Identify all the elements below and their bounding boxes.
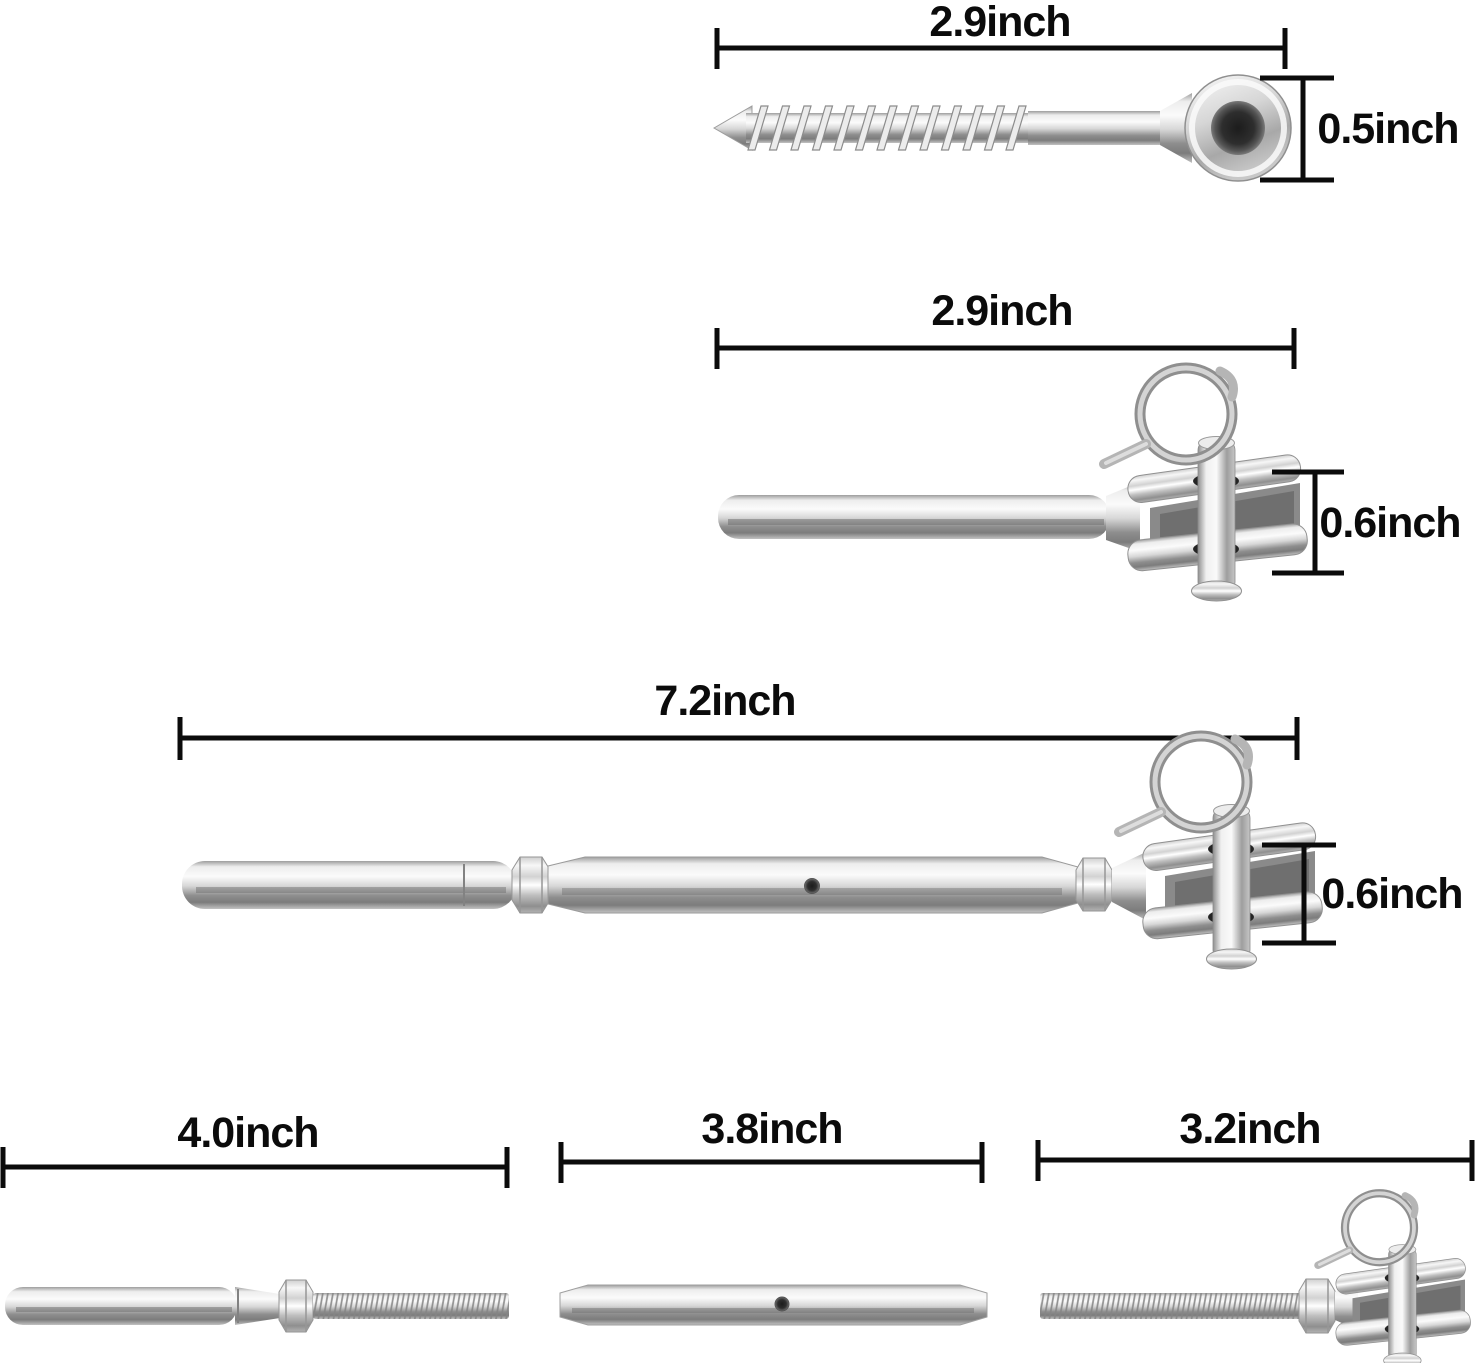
- section-turnbuckle-assembly: 7.2inch 0.6inch: [177, 677, 1464, 969]
- section-lag-screw-eye: 2.9inch 0.5inch: [713, 0, 1460, 183]
- height-label: 0.6inch: [1321, 870, 1462, 918]
- section-swage-stud-terminal: 4.0inch: [0, 1109, 510, 1333]
- length-dimension-line: [714, 328, 1297, 369]
- length-label: 2.9inch: [929, 0, 1070, 46]
- length-label: 2.9inch: [931, 287, 1072, 335]
- length-dimension-line: [714, 28, 1288, 69]
- section-turnbuckle-body: 3.8inch: [558, 1105, 988, 1326]
- turnbuckle-assembly-image: [182, 736, 1324, 969]
- section-swage-jaw-terminal: 2.9inch 0.6inch: [714, 287, 1462, 601]
- length-dimension-line: [1035, 1140, 1475, 1181]
- length-label: 4.0inch: [177, 1109, 318, 1157]
- lag-screw-eye-image: [713, 74, 1292, 182]
- swage-jaw-terminal-image: [718, 368, 1309, 601]
- length-dimension-line: [558, 1142, 985, 1183]
- height-label: 0.6inch: [1319, 499, 1460, 547]
- swage-stud-terminal-image: [5, 1279, 509, 1333]
- section-threaded-jaw-bolt: 3.2inch: [1035, 1105, 1475, 1363]
- height-dimension-line: [1272, 469, 1344, 576]
- length-label: 3.2inch: [1179, 1105, 1320, 1153]
- height-dimension-line: [1262, 842, 1336, 946]
- height-label: 0.5inch: [1317, 105, 1458, 153]
- length-dimension-line: [177, 717, 1300, 760]
- length-label: 3.8inch: [701, 1105, 842, 1153]
- length-dimension-line: [0, 1147, 510, 1188]
- height-dimension-line: [1260, 75, 1334, 183]
- turnbuckle-body-image: [559, 1284, 988, 1326]
- length-label: 7.2inch: [654, 677, 795, 725]
- threaded-jaw-bolt-image: [1040, 1193, 1472, 1363]
